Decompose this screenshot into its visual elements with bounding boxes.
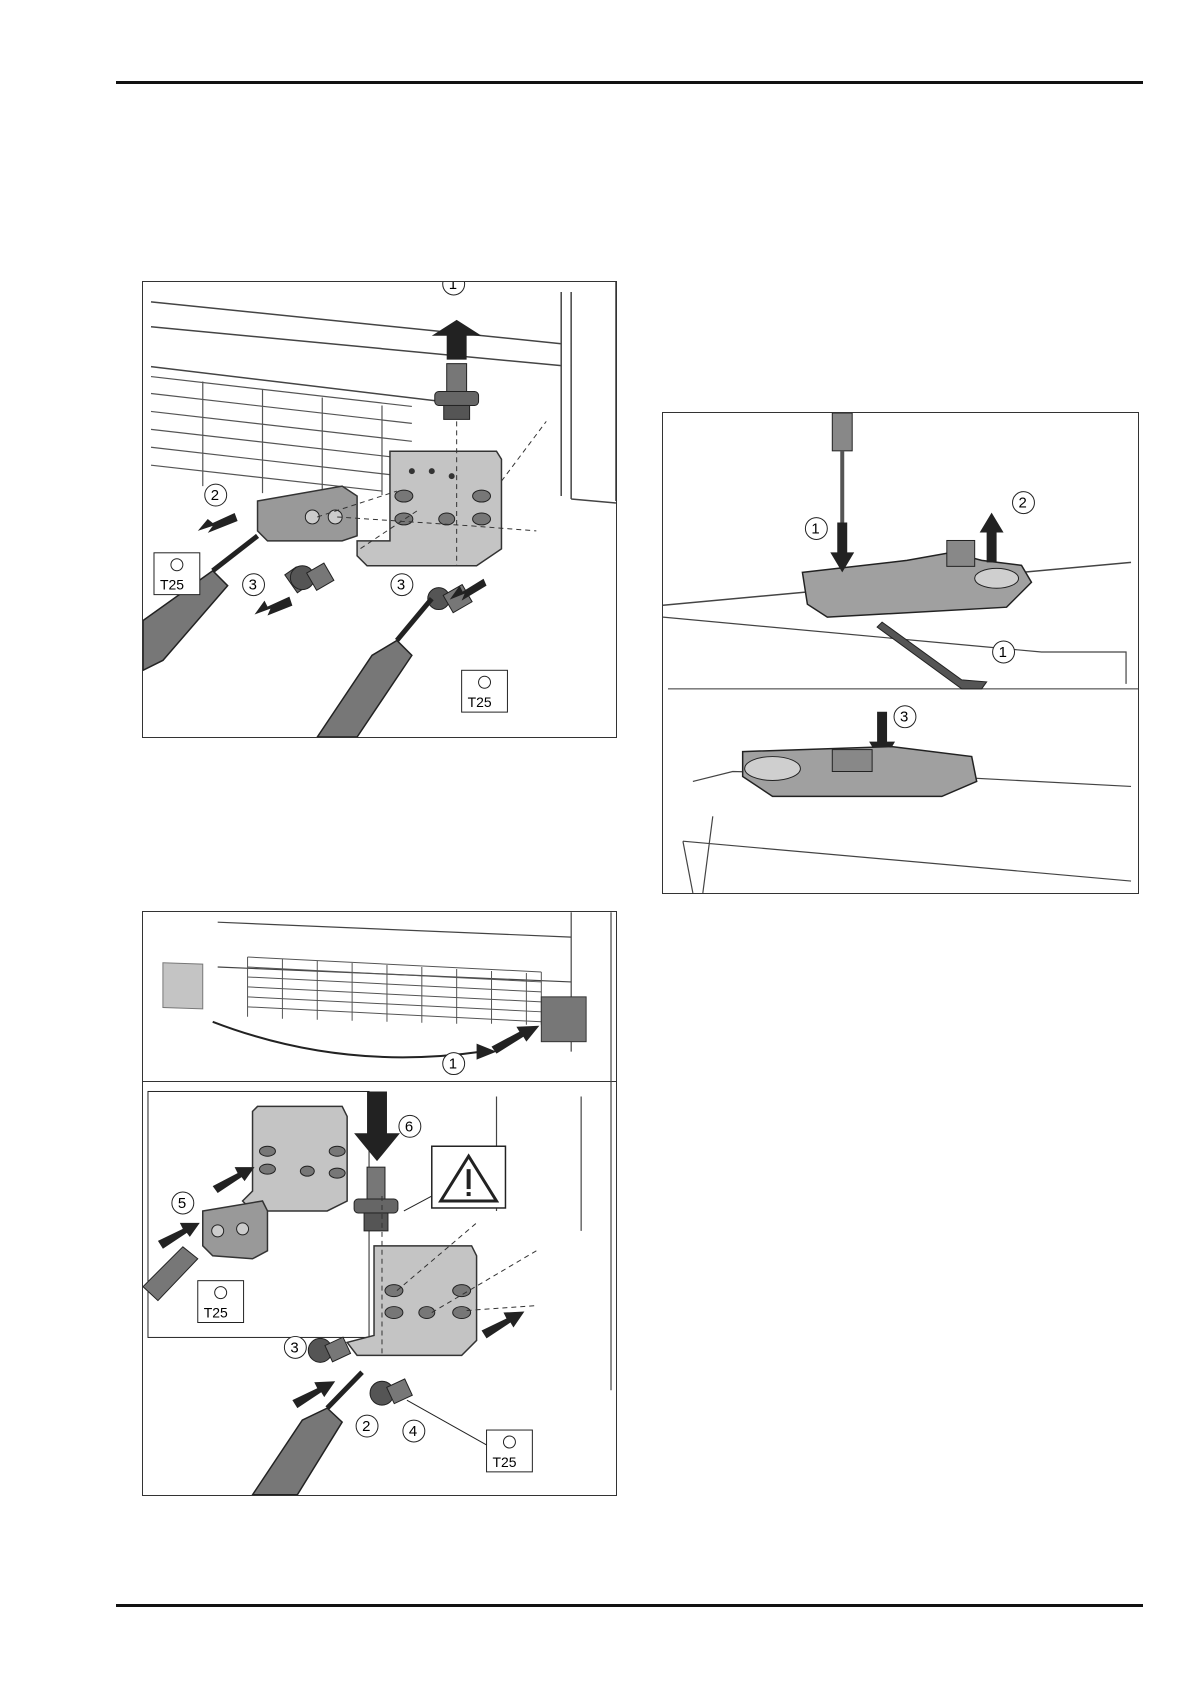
- step-5-label: 5: [178, 1195, 186, 1212]
- cover-cap-right: [541, 997, 586, 1042]
- tool-label-main: T25: [407, 1400, 532, 1472]
- hinge-plate: [357, 451, 501, 565]
- arrow-insert-cap: [492, 1026, 540, 1054]
- inset-tool-label: T25: [198, 1281, 244, 1323]
- arrow-step-3a: [255, 597, 293, 616]
- screwdriver-right: [317, 599, 431, 737]
- step-6-label: 6: [405, 1118, 413, 1135]
- figure-remove-hinge: 1 2 3 3 T25 T25: [142, 281, 617, 738]
- cover-cap-left: [163, 963, 203, 1009]
- figure-install-hinge: T25: [142, 911, 617, 1496]
- torx-screw-4: [370, 1379, 412, 1405]
- hinge-cover-installed: [743, 747, 977, 797]
- ventilation-grille: [151, 377, 412, 495]
- flat-screwdriver: [877, 622, 987, 689]
- arrow-plate-insert: [482, 1312, 525, 1339]
- step-2-label: 2: [362, 1418, 370, 1435]
- inset-hinge-bracket: [203, 1201, 268, 1259]
- hinge-bracket: [258, 486, 358, 541]
- step-3b-label: 3: [397, 577, 405, 594]
- figure-hinge-cover-drawing: 1 2 1 3: [663, 413, 1138, 893]
- tool-label-left: T25: [154, 553, 200, 595]
- step-1-label: 1: [811, 521, 819, 538]
- arrow-step-1-down: [830, 523, 854, 573]
- step-1-label: 1: [449, 1056, 457, 1073]
- step-3-label: 3: [900, 709, 908, 726]
- hinge-cover-part: [802, 540, 1031, 617]
- screw-3-right: [428, 585, 472, 613]
- hinge-pin: [432, 320, 482, 420]
- figure-remove-hinge-drawing: 1 2 3 3 T25 T25: [143, 282, 616, 737]
- screw-3-left: [290, 563, 333, 590]
- figure-hinge-cover: 1 2 1 3: [662, 412, 1139, 894]
- arrow-move-cap: [213, 1022, 482, 1058]
- footer-rule: [116, 1604, 1143, 1607]
- inset-hinge-plate: [243, 1106, 348, 1211]
- step-1b-label: 1: [999, 644, 1007, 661]
- step-2-label: 2: [211, 487, 219, 504]
- ventilation-grille-full: [248, 957, 542, 1025]
- tool-label-t25-inset: T25: [204, 1305, 228, 1321]
- step-3a-label: 3: [249, 577, 257, 594]
- header-rule: [116, 81, 1143, 84]
- tool-label-t25-main: T25: [493, 1454, 517, 1470]
- step-1-label: 1: [449, 282, 457, 293]
- tool-label-t25-right: T25: [468, 694, 492, 710]
- step-3-label: 3: [290, 1339, 298, 1356]
- arrow-step-2-up: [980, 513, 1004, 563]
- tool-label-right: T25: [462, 670, 508, 712]
- figure-install-hinge-drawing: T25: [143, 912, 616, 1495]
- screwdriver-main: [253, 1372, 363, 1494]
- step-4-label: 4: [409, 1423, 417, 1440]
- tool-label-t25-left: T25: [160, 577, 184, 593]
- step-2-label: 2: [1019, 495, 1027, 512]
- torx-screw-3: [308, 1337, 350, 1362]
- warning-triangle-icon: [404, 1146, 506, 1211]
- arrow-step-2: [198, 513, 238, 533]
